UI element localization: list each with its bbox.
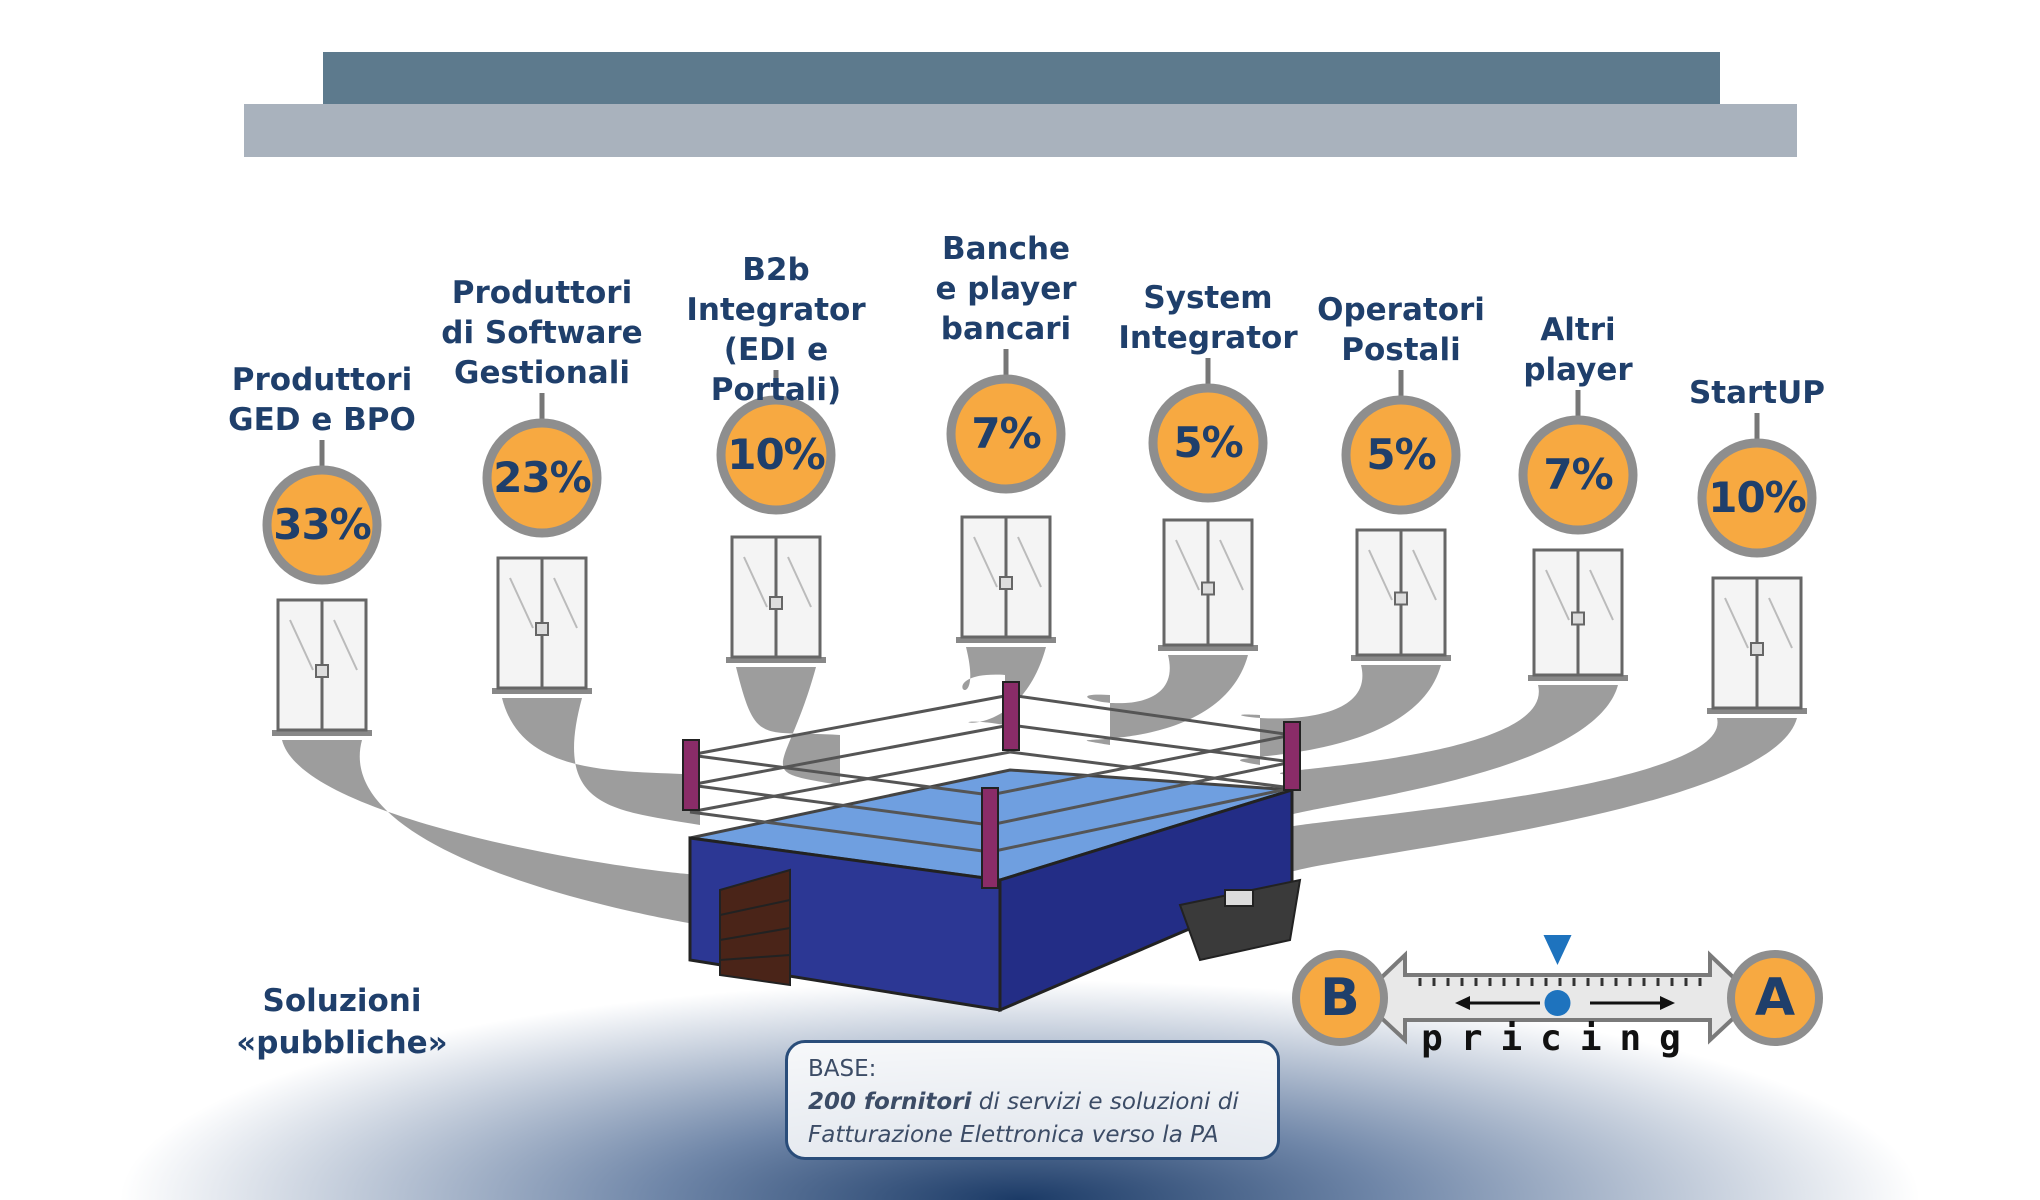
ring-ropes <box>689 693 1293 854</box>
percent-circle <box>1148 383 1268 503</box>
door-step <box>1707 708 1807 714</box>
percent-circle <box>482 418 602 538</box>
percent-circle <box>262 465 382 585</box>
pricing-pole-b: B <box>1320 968 1360 1028</box>
percent-circle <box>1341 395 1461 515</box>
pricing-scale <box>1292 935 1823 1046</box>
category-label: Altri player <box>1523 312 1633 388</box>
beam-6 <box>1278 685 1618 825</box>
door-icon <box>492 556 592 694</box>
door-icon <box>272 598 372 736</box>
percent-value: 5% <box>1173 418 1243 467</box>
beam-1 <box>502 698 700 825</box>
category-label: StartUP <box>1688 375 1826 411</box>
corner-post <box>1283 721 1301 791</box>
beam-2 <box>736 667 840 785</box>
beam-5 <box>1239 665 1441 765</box>
connectors-layer <box>319 349 1760 470</box>
base-note: BASE: 200 fornitori di servizi e soluzio… <box>785 1040 1280 1160</box>
corner-post <box>682 739 700 811</box>
category-label: Operatori Postali <box>1317 292 1485 368</box>
doors-layer <box>272 515 1807 736</box>
corner-post <box>1002 681 1020 751</box>
percent-circle <box>946 374 1066 494</box>
pole-b-circle <box>1292 950 1388 1046</box>
beam-4 <box>1086 655 1248 745</box>
corner-post <box>981 787 999 889</box>
percent-value: 23% <box>493 453 592 502</box>
ring-bench <box>1178 878 1302 962</box>
door-icon <box>1707 576 1807 714</box>
door-step <box>492 688 592 694</box>
door-step <box>726 657 826 663</box>
percent-value: 33% <box>273 500 372 549</box>
door-icon <box>1351 528 1451 661</box>
pricing-ticks <box>1418 978 1702 986</box>
pricing-pole-a: A <box>1754 968 1796 1028</box>
beam-3 <box>962 647 1046 725</box>
door-icon <box>1528 548 1628 681</box>
door-icon <box>956 515 1056 643</box>
category-label: B2b Integrator (EDI e Portali) <box>686 252 866 408</box>
percent-value: 5% <box>1366 430 1436 479</box>
base-bold-count: 200 fornitori <box>808 1089 972 1115</box>
pricing-marker-triangle <box>1543 935 1572 965</box>
beam-0 <box>282 740 700 925</box>
base-line1: di servizi e soluzioni di <box>971 1089 1239 1115</box>
percent-value: 7% <box>971 409 1041 458</box>
base-line2: Fatturazione Elettronica verso la PA <box>808 1122 1219 1148</box>
percent-circle <box>1697 438 1817 558</box>
percent-circles-layer <box>262 374 1817 585</box>
percent-value: 10% <box>727 430 826 479</box>
door-step <box>272 730 372 736</box>
category-label: Produttori GED e BPO <box>228 362 416 438</box>
percent-value: 7% <box>1543 450 1613 499</box>
pricing-marker-dot <box>1544 990 1571 1016</box>
category-label: System Integrator <box>1118 280 1298 356</box>
door-step <box>1528 675 1628 681</box>
door-step <box>956 637 1056 643</box>
percent-circle <box>1518 415 1638 535</box>
pole-a-circle <box>1727 950 1823 1046</box>
soluzioni-label: Soluzioni «pubbliche» <box>236 983 448 1061</box>
boxing-ring <box>682 681 1302 1013</box>
category-label: Produttori di Software Gestionali <box>441 275 643 391</box>
category-label: Banche e player bancari <box>935 231 1077 347</box>
door-icon <box>726 535 826 663</box>
percent-circle <box>716 395 836 515</box>
door-step <box>1351 655 1451 661</box>
ring-stairs <box>719 868 791 987</box>
door-icon <box>1158 518 1258 651</box>
header-band-light <box>244 104 1797 157</box>
pricing-label: pricing <box>1421 1018 1699 1059</box>
base-title: BASE: <box>808 1056 877 1082</box>
percent-value: 10% <box>1708 473 1807 522</box>
door-step <box>1158 645 1258 651</box>
header-band-dark <box>323 52 1720 104</box>
beam-7 <box>1282 718 1797 880</box>
